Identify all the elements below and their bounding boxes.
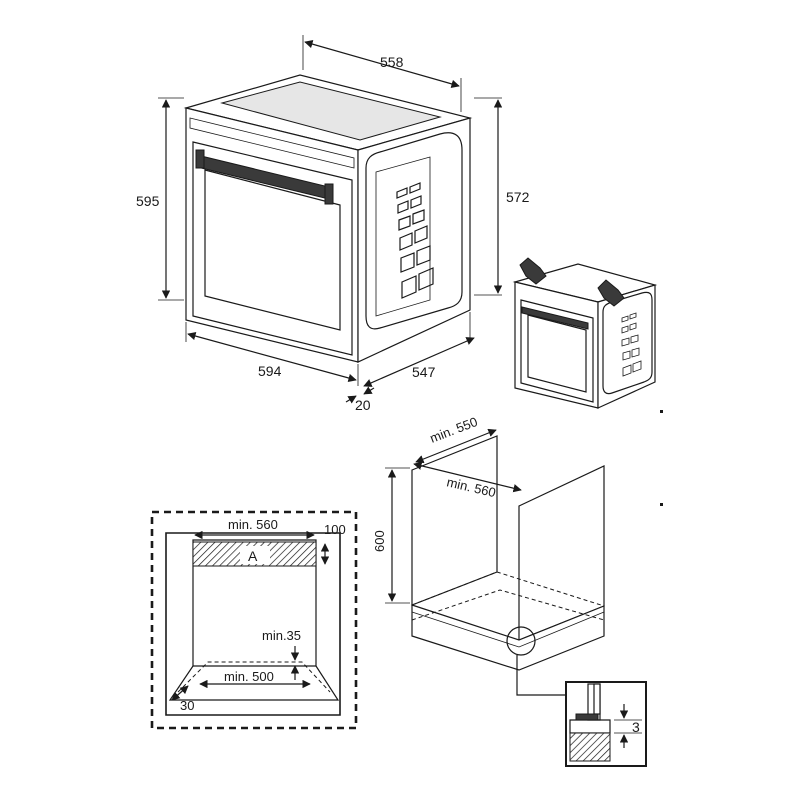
front-view-hidden-floor bbox=[177, 661, 331, 693]
detail-oven-edge bbox=[575, 713, 599, 721]
oven-insertion-view bbox=[512, 257, 663, 506]
cabinet-hidden-floor bbox=[411, 589, 605, 621]
dim-20-line-right bbox=[363, 386, 375, 395]
dim-558-line bbox=[304, 40, 460, 88]
detail-circle bbox=[506, 626, 536, 656]
front-view-floor-perspective bbox=[168, 665, 340, 701]
front-dim-30-label: 30 bbox=[180, 698, 194, 713]
dim-min550-label: min. 550 bbox=[428, 414, 480, 446]
dim-600-label: 600 bbox=[372, 530, 387, 552]
oven-side-panel bbox=[357, 117, 471, 363]
oven-main-view: 558 595 572 594 547 20 bbox=[136, 35, 530, 413]
oven-control-strip bbox=[189, 117, 355, 169]
front-dim-min560-label: min. 560 bbox=[228, 517, 278, 532]
dim-595-label: 595 bbox=[136, 193, 160, 209]
small-oven-vents bbox=[621, 312, 642, 377]
left-hand-icon bbox=[519, 257, 547, 285]
mark-dot-1 bbox=[660, 410, 663, 413]
detail-hatch-block bbox=[569, 732, 611, 762]
dim-594-line bbox=[187, 331, 357, 383]
area-a-label: A bbox=[248, 548, 258, 564]
front-dim-min35-label: min.35 bbox=[262, 628, 301, 643]
oven-handle-mount-right bbox=[324, 183, 334, 205]
dim-min550-line bbox=[415, 428, 497, 464]
oven-side-frame bbox=[365, 132, 463, 330]
dim-547-line bbox=[363, 337, 475, 387]
small-oven-side-frame bbox=[602, 291, 653, 395]
oven-side-inner-frame bbox=[375, 156, 431, 317]
mark-dot-2 bbox=[660, 503, 663, 506]
dim-572-label: 572 bbox=[506, 189, 530, 205]
area-a-label-bg bbox=[240, 546, 270, 564]
front-dim-100-label: 100 bbox=[324, 522, 346, 537]
front-dim-30-line bbox=[171, 685, 189, 701]
oven-top-recess bbox=[220, 81, 442, 141]
detail-gap-label: 3 bbox=[632, 719, 640, 735]
small-oven-handle bbox=[521, 306, 589, 330]
front-view-dashed-border bbox=[150, 510, 358, 730]
detail-panel-inner bbox=[593, 683, 601, 715]
detail-view: 3 bbox=[565, 681, 647, 767]
dim-min560-line bbox=[413, 461, 522, 493]
dim-558-label: 558 bbox=[380, 54, 404, 70]
dim-594-label: 594 bbox=[258, 363, 282, 379]
oven-window bbox=[204, 169, 341, 331]
dim-547-label: 547 bbox=[412, 364, 436, 380]
dim-20-line-left bbox=[345, 395, 357, 404]
cabinet-base-edge bbox=[411, 611, 605, 648]
small-oven-side bbox=[597, 284, 656, 409]
cabinet-isometric: min. 550 min. 560 600 bbox=[372, 414, 605, 696]
oven-side-vents bbox=[396, 182, 434, 299]
oven-handle-mount-left bbox=[195, 149, 205, 169]
front-dim-min500-label: min. 500 bbox=[224, 669, 274, 684]
cabinet-front-view: A min. 560 100 min.35 min. 500 30 bbox=[150, 510, 358, 730]
small-oven-door bbox=[520, 299, 594, 403]
detail-leader bbox=[516, 655, 566, 696]
small-oven-window bbox=[527, 314, 587, 393]
right-hand-icon bbox=[597, 279, 625, 307]
dim-20-label: 20 bbox=[355, 397, 371, 413]
cabinet-left-panel bbox=[411, 435, 498, 606]
